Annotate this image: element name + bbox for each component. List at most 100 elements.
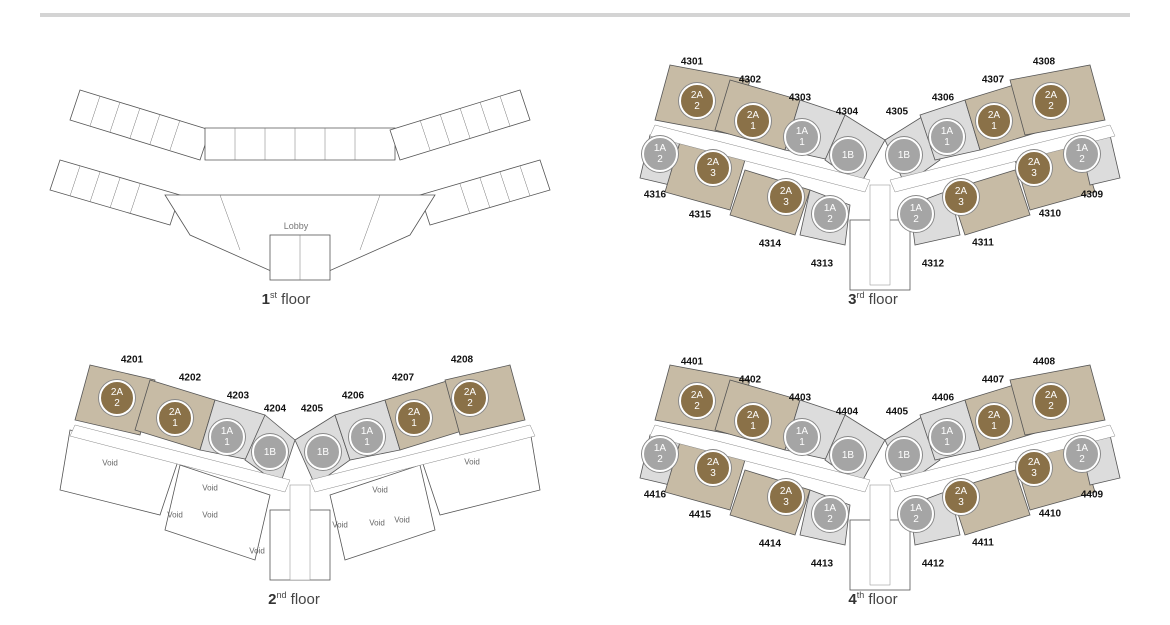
badge-variant: 3 <box>1031 468 1037 479</box>
unit-number: 4308 <box>1032 56 1056 68</box>
badge-type: 2A <box>407 407 421 418</box>
unit-number: 4309 <box>1080 189 1104 201</box>
badge-type: 1A <box>823 503 837 514</box>
unit-number: 4316 <box>643 189 667 201</box>
unit-type-badge: 1B <box>830 437 866 473</box>
badge-type: 2A <box>746 110 760 121</box>
unit-number: 4303 <box>788 92 812 104</box>
badge-variant: 1 <box>224 437 230 448</box>
badge-type: 1A <box>795 126 809 137</box>
unit-number: 4301 <box>680 56 704 68</box>
badge-type: 1A <box>940 126 954 137</box>
badge-type: 2A <box>1027 157 1041 168</box>
badge-type: 1B <box>263 446 277 458</box>
void-label: Void <box>167 510 183 520</box>
unit-number: 4202 <box>178 372 202 384</box>
badge-variant: 2 <box>1079 454 1085 465</box>
badge-variant: 2 <box>913 214 919 225</box>
badge-variant: 2 <box>827 214 833 225</box>
top-divider <box>40 13 1130 17</box>
unit-number: 4407 <box>981 374 1005 386</box>
badge-variant: 2 <box>694 401 700 412</box>
floor-1-plan: Lobby 1st floor <box>40 20 560 320</box>
badge-variant: 1 <box>750 421 756 432</box>
unit-number: 4406 <box>931 392 955 404</box>
badge-type: 1A <box>909 503 923 514</box>
unit-number: 4304 <box>835 106 859 118</box>
badge-variant: 2 <box>913 514 919 525</box>
floor-4-label: 4th floor <box>848 590 897 608</box>
void-label: Void <box>202 483 218 493</box>
unit-number: 4311 <box>972 237 994 249</box>
unit-number: 4203 <box>226 390 250 402</box>
unit-number: 4201 <box>120 354 144 366</box>
badge-type: 2A <box>168 407 182 418</box>
badge-variant: 2 <box>1048 401 1054 412</box>
unit-number: 4315 <box>688 209 712 221</box>
void-label: Void <box>394 515 410 525</box>
floor-1-drawing <box>49 89 551 281</box>
badge-variant: 1 <box>799 437 805 448</box>
floor-word: floor <box>281 291 311 308</box>
badge-variant: 1 <box>750 121 756 132</box>
floor-4-plan: 4401 4402 4403 4404 4405 4406 4407 4408 … <box>620 320 1140 620</box>
badge-type: 1A <box>940 426 954 437</box>
floor-3-plan: 4301 4302 4303 4304 4305 4306 4307 4308 … <box>620 20 1140 320</box>
badge-variant: 1 <box>991 121 997 132</box>
badge-variant: 1 <box>411 418 417 429</box>
floor-ordinal: th <box>856 590 865 600</box>
floor-number: 4 <box>848 591 857 608</box>
floor-number: 3 <box>848 291 857 308</box>
badge-variant: 3 <box>958 197 964 208</box>
badge-type: 2A <box>706 157 720 168</box>
unit-number: 4402 <box>738 374 762 386</box>
badge-variant: 3 <box>958 497 964 508</box>
unit-type-badge: 1B <box>886 437 922 473</box>
badge-type: 2A <box>746 410 760 421</box>
unit-type-badge: 1B <box>886 137 922 173</box>
badge-variant: 1 <box>172 418 178 429</box>
unit-number: 4208 <box>450 354 474 366</box>
badge-variant: 2 <box>1079 154 1085 165</box>
badge-variant: 1 <box>991 421 997 432</box>
unit-number: 4412 <box>921 558 945 570</box>
unit-number: 4403 <box>788 392 812 404</box>
unit-number: 4416 <box>643 489 667 501</box>
floor-ordinal: nd <box>276 590 287 600</box>
badge-type: 1B <box>897 149 911 161</box>
badge-type: 2A <box>690 390 704 401</box>
badge-type: 2A <box>987 110 1001 121</box>
badge-type: 1A <box>360 426 374 437</box>
void-label: Void <box>249 546 265 556</box>
unit-number: 4310 <box>1038 208 1062 220</box>
unit-number: 4306 <box>931 92 955 104</box>
unit-number: 4205 <box>300 403 324 415</box>
badge-variant: 1 <box>799 137 805 148</box>
badge-type: 2A <box>110 387 124 398</box>
